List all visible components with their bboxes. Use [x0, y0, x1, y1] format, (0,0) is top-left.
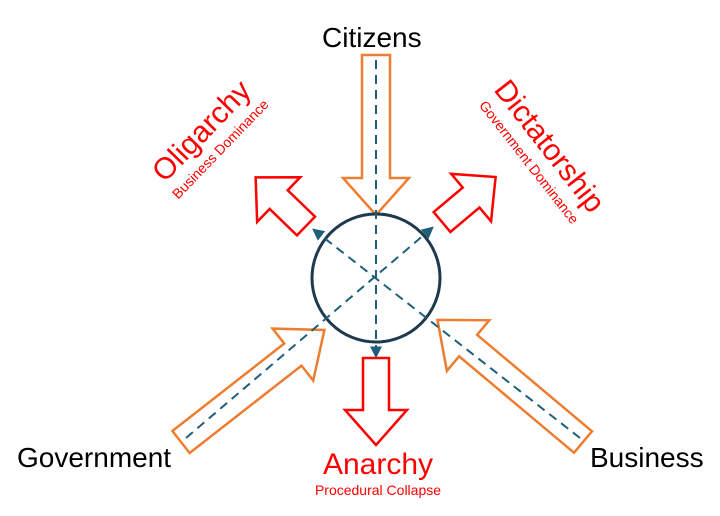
- dashed-line-government: [185, 226, 434, 439]
- anarchy-subtitle: Procedural Collapse: [314, 482, 442, 498]
- dashed-line-business: [312, 228, 581, 439]
- anarchy-title: Anarchy: [322, 448, 434, 481]
- input-arrow-business: [435, 318, 594, 455]
- outcome-arrow-anarchy: [342, 356, 410, 447]
- outcome-arrow-oligarchy: [254, 176, 317, 238]
- actor-label-business: Business: [590, 442, 704, 473]
- input-arrow-citizens: [340, 53, 412, 217]
- actor-label-government: Government: [17, 442, 172, 473]
- actor-label-citizens: Citizens: [322, 22, 422, 53]
- outcome-label-anarchy: Anarchy Procedural Collapse: [290, 448, 466, 498]
- input-arrow-government: [170, 327, 326, 455]
- outcome-arrow-dictatorship: [431, 172, 497, 234]
